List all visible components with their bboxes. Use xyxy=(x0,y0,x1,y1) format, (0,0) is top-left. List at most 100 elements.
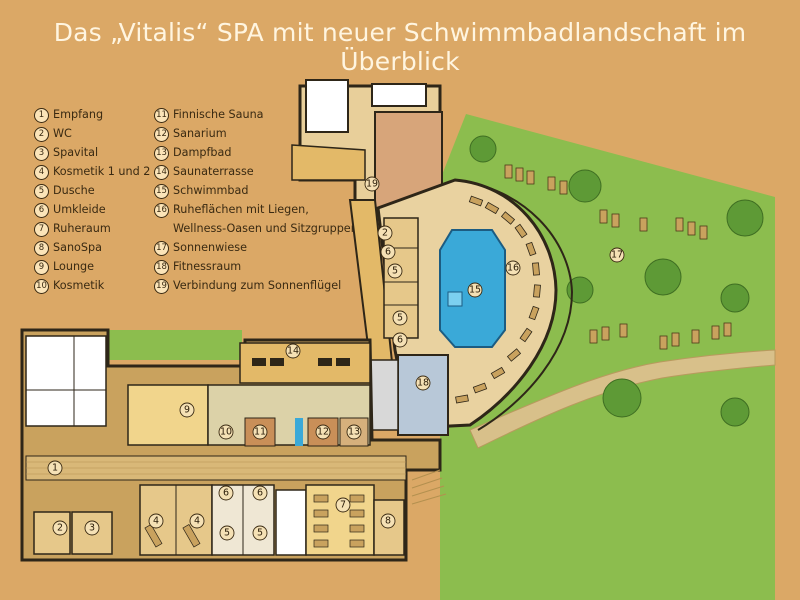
marker-label: 8 xyxy=(385,516,391,527)
marker-2b: 2 xyxy=(377,225,393,241)
legend-label: Empfang xyxy=(53,108,104,121)
legend-number: 17 xyxy=(154,241,169,256)
legend-label: Kosmetik xyxy=(53,279,105,292)
wc-room xyxy=(33,511,71,555)
cosmetic-beds xyxy=(144,523,201,548)
marker-label: 5 xyxy=(224,528,230,539)
shower-changing-rooms xyxy=(211,484,275,556)
tree xyxy=(568,169,602,203)
legend-label-line2: Wellness-Oasen und Sitzgruppen xyxy=(173,222,358,235)
annex-room xyxy=(371,83,427,107)
marker-label: 1 xyxy=(52,463,58,474)
legend-label: SanoSpa xyxy=(53,241,102,254)
marker-label: 17 xyxy=(611,250,623,261)
sauna-block xyxy=(207,384,371,446)
marker-label: 6 xyxy=(397,335,403,346)
legend-number: 8 xyxy=(34,241,49,256)
legend-number: 10 xyxy=(34,279,49,294)
marker-label: 6 xyxy=(257,488,263,499)
marker-label: 14 xyxy=(287,346,299,357)
marker-11: 11 xyxy=(252,424,268,440)
marker-label: 5 xyxy=(397,313,403,324)
terrace-loungers xyxy=(252,358,350,366)
legend-number: 18 xyxy=(154,260,169,275)
legend-number: 16 xyxy=(154,203,169,218)
legend-number: 7 xyxy=(34,222,49,237)
changing-rooms xyxy=(383,217,419,339)
marker-13: 13 xyxy=(346,424,362,440)
trees xyxy=(469,135,764,427)
tree xyxy=(566,276,594,304)
marker-6: 6 xyxy=(218,485,234,501)
legend-item: 18 Fitnessraum xyxy=(154,260,241,275)
sauna-terrace xyxy=(239,342,371,384)
pool-loungers xyxy=(455,195,541,404)
tree xyxy=(602,378,642,418)
legend-item: 9 Lounge xyxy=(34,260,94,275)
marker-label: 16 xyxy=(507,263,519,274)
legend-number: 9 xyxy=(34,260,49,275)
main-building xyxy=(20,328,442,562)
marker-label: 3 xyxy=(89,523,95,534)
marker-10: 10 xyxy=(218,424,234,440)
marker-5d: 5 xyxy=(392,310,408,326)
legend-number: 13 xyxy=(154,146,169,161)
legend-label: Verbindung zum Sonnenflügel xyxy=(173,279,342,292)
stairwell xyxy=(275,489,307,556)
legend-label: Dampfbad xyxy=(173,146,232,159)
marker-6d: 6 xyxy=(392,332,408,348)
marker-17: 17 xyxy=(609,247,625,263)
marker-label: 5 xyxy=(392,266,398,277)
legend-number: 4 xyxy=(34,165,49,180)
marker-4b: 4 xyxy=(189,513,205,529)
tree xyxy=(726,199,764,237)
sanospa-room xyxy=(373,499,405,556)
legend-item: 8 SanoSpa xyxy=(34,241,102,256)
spavital-room xyxy=(71,511,113,555)
legend-label: Spavital xyxy=(53,146,99,159)
pool xyxy=(439,229,506,348)
marker-7: 7 xyxy=(335,497,351,513)
marker-label: 4 xyxy=(194,516,200,527)
fitness-room xyxy=(397,354,449,436)
marker-12: 12 xyxy=(315,424,331,440)
stair-block xyxy=(367,359,399,431)
marker-1: 1 xyxy=(47,460,63,476)
legend-number: 19 xyxy=(154,279,169,294)
marker-label: 2 xyxy=(57,523,63,534)
legend-number: 5 xyxy=(34,184,49,199)
sanarium xyxy=(307,417,339,447)
steam-bath xyxy=(339,417,369,447)
legend-label: Umkleide xyxy=(53,203,106,216)
marker-18: 18 xyxy=(415,375,431,391)
legend-label: Fitnessraum xyxy=(173,260,242,273)
legend-item: 19 Verbindung zum Sonnenflügel xyxy=(154,279,341,294)
marker-label: 11 xyxy=(254,427,266,438)
garden-path xyxy=(469,349,776,449)
marker-4: 4 xyxy=(148,513,164,529)
tree xyxy=(720,397,750,427)
lawn xyxy=(440,114,775,600)
marker-label: 13 xyxy=(348,427,360,438)
marker-label: 15 xyxy=(469,285,481,296)
marker-8: 8 xyxy=(380,513,396,529)
marker-label: 6 xyxy=(223,488,229,499)
cosmetics-rooms xyxy=(139,484,213,556)
legend-label: Lounge xyxy=(53,260,95,273)
marker-label: 4 xyxy=(153,516,159,527)
marker-5c: 5 xyxy=(387,263,403,279)
marker-label: 19 xyxy=(366,179,378,190)
legend-label: Sanarium xyxy=(173,127,227,140)
marker-label: 5 xyxy=(257,528,263,539)
marker-15: 15 xyxy=(467,282,483,298)
west-rooms xyxy=(25,335,107,427)
marker-2: 2 xyxy=(52,520,68,536)
